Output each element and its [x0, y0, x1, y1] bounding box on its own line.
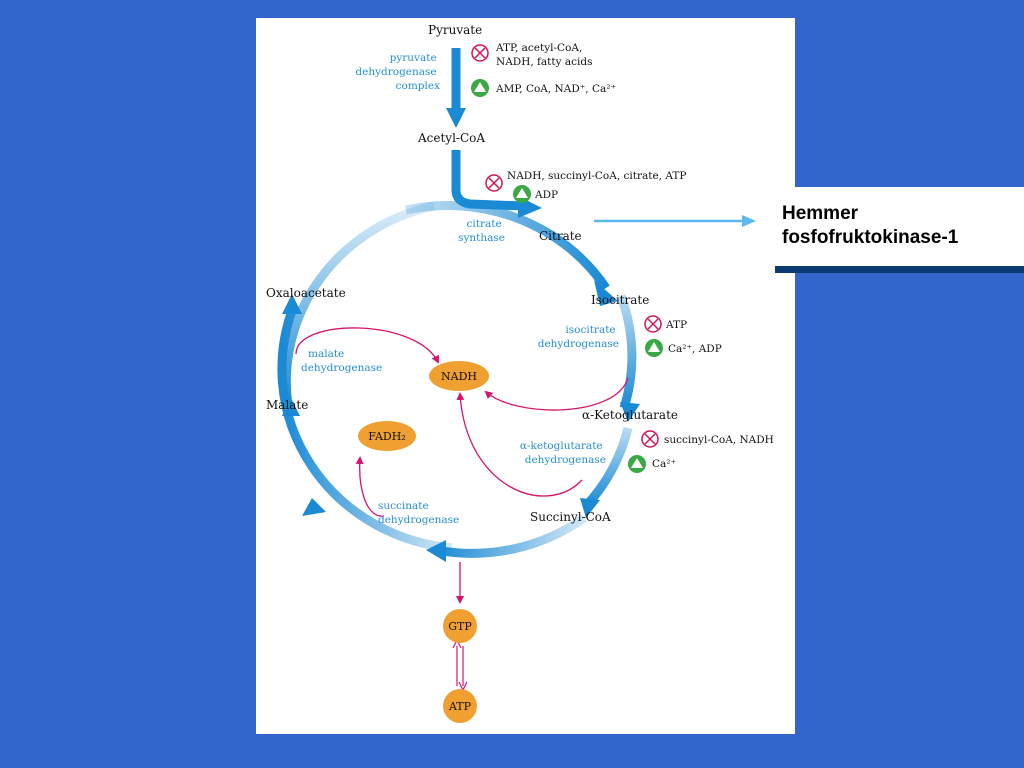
- enzyme-malate-dh-line: dehydrogenase: [301, 362, 382, 374]
- enzyme-pdh-line: dehydrogenase: [355, 66, 436, 78]
- regulator-cs-activators: ADP: [534, 189, 558, 201]
- product-fadh2: FADH₂: [368, 430, 405, 443]
- nadh-arrows: [295, 327, 629, 497]
- pyruvate-to-acetylcoa-arrow: [446, 48, 466, 128]
- metabolite-pyruvate: Pyruvate: [428, 23, 482, 37]
- inhibitor-icon: [485, 174, 503, 192]
- metabolite-succinyl-coa: Succinyl-CoA: [530, 510, 611, 524]
- citric-acid-cycle-figure: Pyruvate Acetyl-CoA Citrate Isocitrate α…: [256, 18, 795, 734]
- cycle-diagram: Pyruvate Acetyl-CoA Citrate Isocitrate α…: [266, 23, 774, 723]
- inhibitor-icon: [471, 44, 489, 62]
- activator-icon: [513, 185, 531, 203]
- regulator-pdh-inhibitors-line: NADH, fatty acids: [496, 56, 592, 68]
- cycle-ring: [277, 200, 640, 562]
- enzyme-isocitrate-dh-line: isocitrate: [565, 324, 615, 336]
- nadh-oval: [429, 361, 489, 391]
- enzyme-akg-dh-line: dehydrogenase: [525, 454, 606, 466]
- metabolite-oxaloacetate: Oxaloacetate: [266, 286, 346, 300]
- regulator-idh-inhibitors: ATP: [665, 319, 687, 331]
- enzyme-akg-dh: α-ketoglutarate dehydrogenase: [520, 440, 606, 466]
- callout-box: Hemmer fosfofruktokinase-1: [775, 187, 1024, 266]
- regulator-pdh-inhibitors-line: ATP, acetyl-CoA,: [495, 42, 582, 54]
- atp-circle: [443, 689, 477, 723]
- callout-text: Hemmer fosfofruktokinase-1: [782, 203, 959, 248]
- inhibitor-icon: [641, 430, 659, 448]
- activator-icon: [645, 339, 663, 357]
- regulator-akgdh-activators: Ca²⁺: [652, 458, 676, 470]
- enzyme-citrate-synthase: citrate synthase: [458, 218, 505, 244]
- activator-icon: [628, 455, 646, 473]
- metabolite-citrate: Citrate: [539, 229, 582, 243]
- activator-icon: [471, 79, 489, 97]
- enzyme-succinate-dh-line: succinate: [378, 500, 429, 512]
- gtp-circle: [443, 609, 477, 643]
- regulator-akgdh-inhibitors: succinyl-CoA, NADH: [664, 434, 774, 446]
- enzyme-isocitrate-dh: isocitrate dehydrogenase: [538, 324, 619, 350]
- metabolite-acetyl-coa: Acetyl-CoA: [417, 131, 485, 145]
- callout-arrow: [594, 215, 756, 227]
- enzyme-malate-dh: malate dehydrogenase: [301, 348, 382, 374]
- enzyme-citrate-synthase-line: citrate: [466, 218, 501, 230]
- enzyme-akg-dh-line: α-ketoglutarate: [520, 440, 603, 452]
- regulator-pdh-activators: AMP, CoA, NAD⁺, Ca²⁺: [495, 83, 616, 95]
- metabolite-alpha-ketoglutarate: α-Ketoglutarate: [582, 408, 678, 422]
- regulator-pdh-inhibitors: ATP, acetyl-CoA, NADH, fatty acids: [495, 42, 592, 68]
- enzyme-malate-dh-line: malate: [308, 348, 344, 360]
- enzyme-pdh-line: pyruvate: [390, 52, 437, 64]
- enzyme-citrate-synthase-line: synthase: [458, 232, 505, 244]
- enzyme-pdh-line: complex: [396, 80, 440, 92]
- product-gtp: GTP: [448, 620, 472, 633]
- metabolite-isocitrate: Isocitrate: [591, 293, 649, 307]
- fadh2-oval: [358, 421, 416, 451]
- enzyme-isocitrate-dh-line: dehydrogenase: [538, 338, 619, 350]
- callout-underline-bar: [775, 266, 1024, 273]
- fadh2-arrow: [355, 456, 385, 517]
- product-atp: ATP: [448, 700, 472, 713]
- inhibitor-icon: [644, 315, 662, 333]
- regulator-idh-activators: Ca²⁺, ADP: [668, 343, 722, 355]
- enzyme-pdh: pyruvate dehydrogenase complex: [355, 52, 440, 92]
- regulator-cs-inhibitors: NADH, succinyl-CoA, citrate, ATP: [507, 170, 686, 182]
- enzyme-succinate-dh-line: dehydrogenase: [378, 514, 459, 526]
- gtp-atp-equilibrium-arrow: [452, 638, 468, 692]
- metabolite-malate: Malate: [266, 398, 308, 412]
- product-nadh: NADH: [441, 370, 477, 383]
- enzyme-succinate-dh: succinate dehydrogenase: [378, 500, 459, 526]
